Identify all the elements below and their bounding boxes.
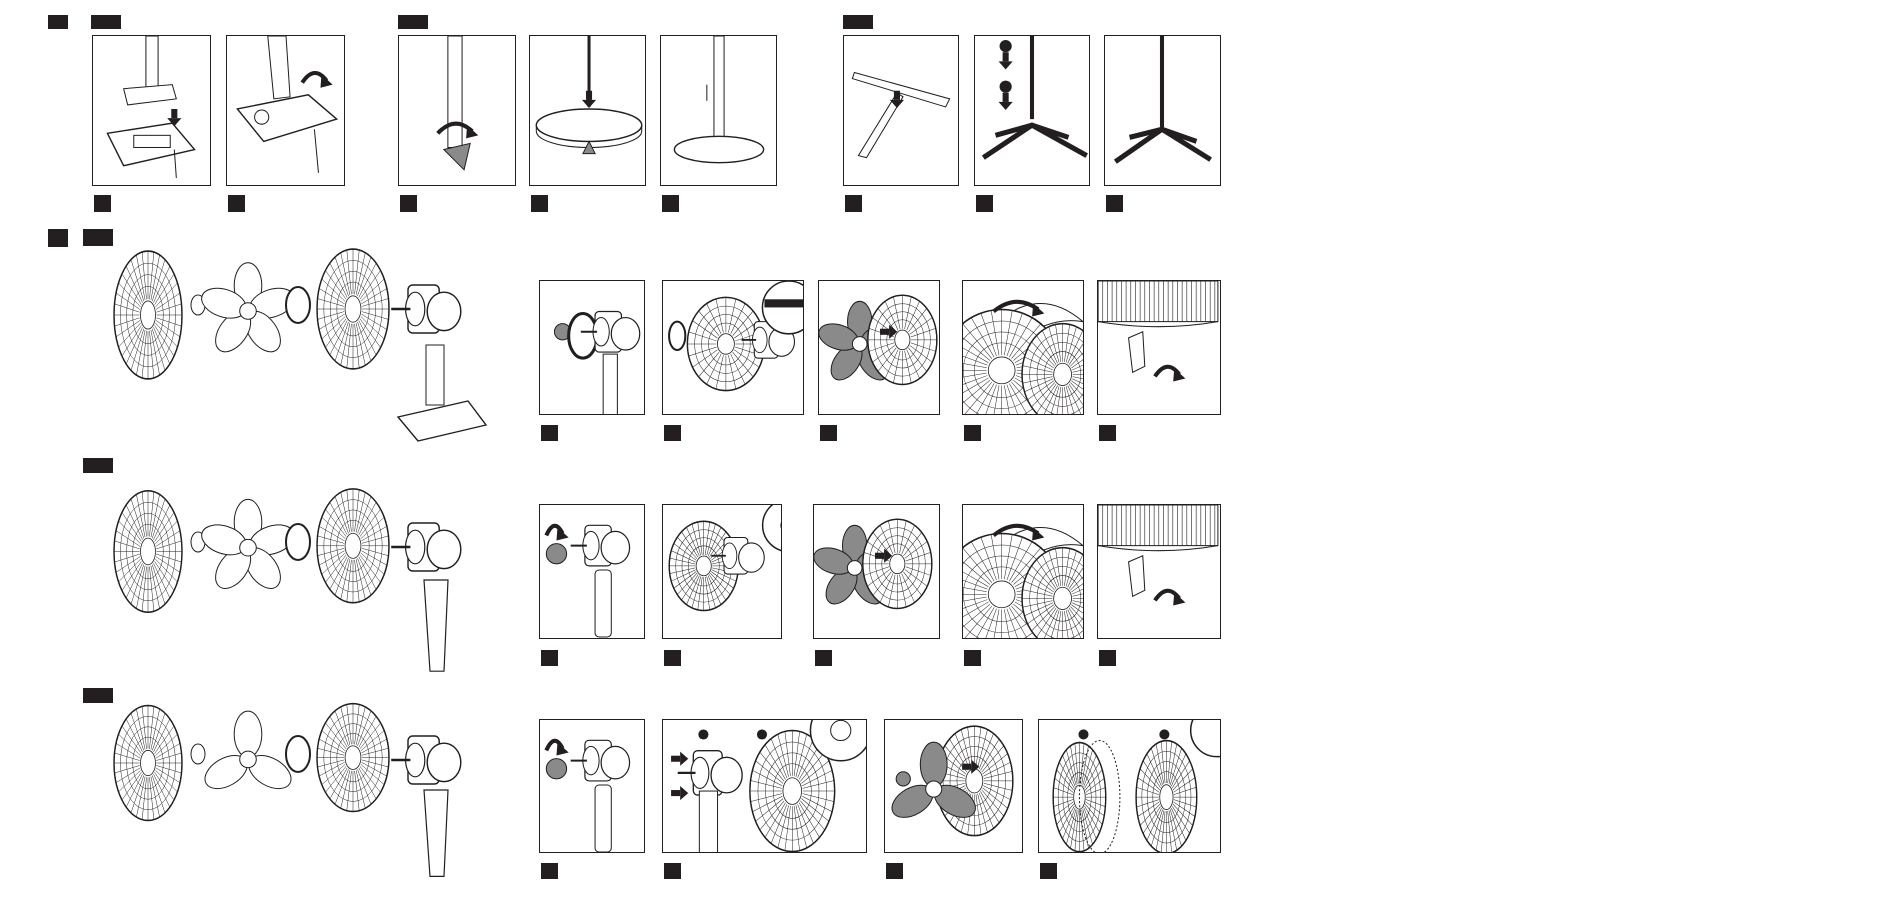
step-panel [1104,35,1221,186]
row-label [83,688,113,703]
section-marker [48,15,68,29]
step-panel [662,504,782,639]
step-number-box [1099,650,1116,666]
step-number-box [664,650,681,666]
step-panel [818,280,940,415]
fan-parts-illustration [113,488,462,672]
step-panel [1097,504,1221,639]
exploded-view [108,485,488,675]
step-number-box [664,425,681,441]
clip-illustration [1098,281,1219,382]
d2-illustration [891,725,1014,837]
step-panel [974,35,1090,186]
step-panel [843,35,959,186]
d1-illustration [671,720,866,852]
step-panel [529,35,646,186]
clipGuard-illustration [963,523,1083,638]
step-panel [1038,719,1221,853]
crossStand-illustration [1113,36,1212,164]
capHead-illustration [544,523,631,638]
step-number-box [820,425,837,441]
step-number-box [541,863,558,879]
step-panel [539,280,645,415]
bladeOn-illustration [819,294,938,386]
crossLeg-illustration [851,71,951,159]
d3-illustration [1052,720,1220,852]
exploded-view [108,245,488,445]
step-panel [962,504,1084,639]
step-number-box [94,195,111,212]
step-panel [398,35,516,186]
step-number-box [228,195,245,212]
step-panel [539,504,645,639]
clipGuard-illustration [963,299,1083,414]
row-label [83,458,113,473]
exploded-view [108,700,488,880]
baseTurn-illustration [236,36,339,173]
section-label-a [91,15,121,29]
fan-parts-illustration [113,702,462,877]
bladeOn-illustration [814,518,933,610]
step-panel [660,35,777,186]
step-panel [92,35,211,186]
roundStand-illustration [673,36,765,164]
step-panel [962,280,1084,415]
step-panel [539,719,645,853]
capHead-illustration [544,738,631,852]
step-number-box [886,863,903,879]
section-label-b [398,15,428,29]
crossPole-illustration [981,36,1088,160]
poleTwist-illustration [436,36,479,171]
ringGuardD-illustration [668,505,781,612]
step-number-box [531,195,548,212]
step-number-box [1099,425,1116,441]
step-number-box [1106,195,1123,212]
step-number-box [541,650,558,666]
ringHead-illustration [553,310,641,414]
section-marker [48,229,68,247]
section-label-c [843,15,873,29]
step-number-box [400,195,417,212]
step-panel [226,35,345,186]
step-panel [884,719,1023,853]
step-number-box [541,425,558,441]
row-label [83,229,113,246]
step-number-box [815,650,832,666]
step-number-box [976,195,993,212]
fan-parts-illustration [113,248,488,442]
roundBase-illustration [535,36,643,155]
step-number-box [662,195,679,212]
step-panel [662,280,804,415]
step-panel [662,719,867,853]
step-number-box [964,425,981,441]
step-number-box [1040,863,1057,879]
step-number-box [845,195,862,212]
step-panel [813,504,940,639]
baseTop-illustration [106,36,196,178]
clip-illustration [1098,505,1219,606]
step-number-box [964,650,981,666]
step-panel [1097,280,1221,415]
rearGuard-illustration [668,281,803,392]
step-number-box [664,863,681,879]
